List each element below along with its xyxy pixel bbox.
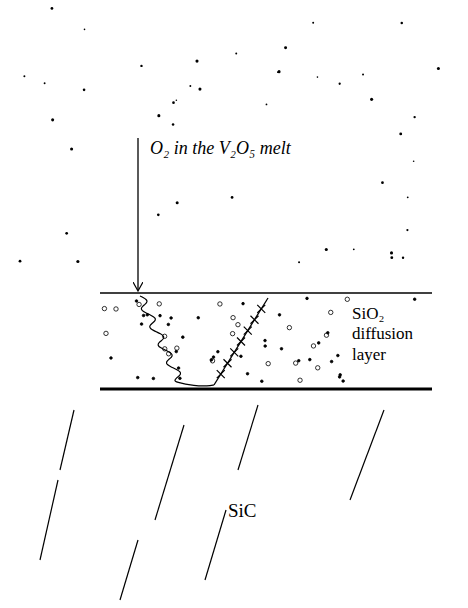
hatch-lines [40, 405, 384, 600]
outward-path [214, 298, 268, 385]
cross-marks [217, 305, 266, 378]
interface-line [100, 388, 432, 391]
oxygen-path [140, 296, 214, 386]
diffusion-arrow [137, 138, 138, 290]
interface-line [100, 292, 432, 294]
melt-dots [19, 7, 440, 263]
layer-label: SiO₂ diffusion layer [352, 304, 432, 365]
substrate-label: SiC [228, 500, 257, 523]
melt-label: O₂ in the V₂O₅ melt [150, 138, 291, 160]
